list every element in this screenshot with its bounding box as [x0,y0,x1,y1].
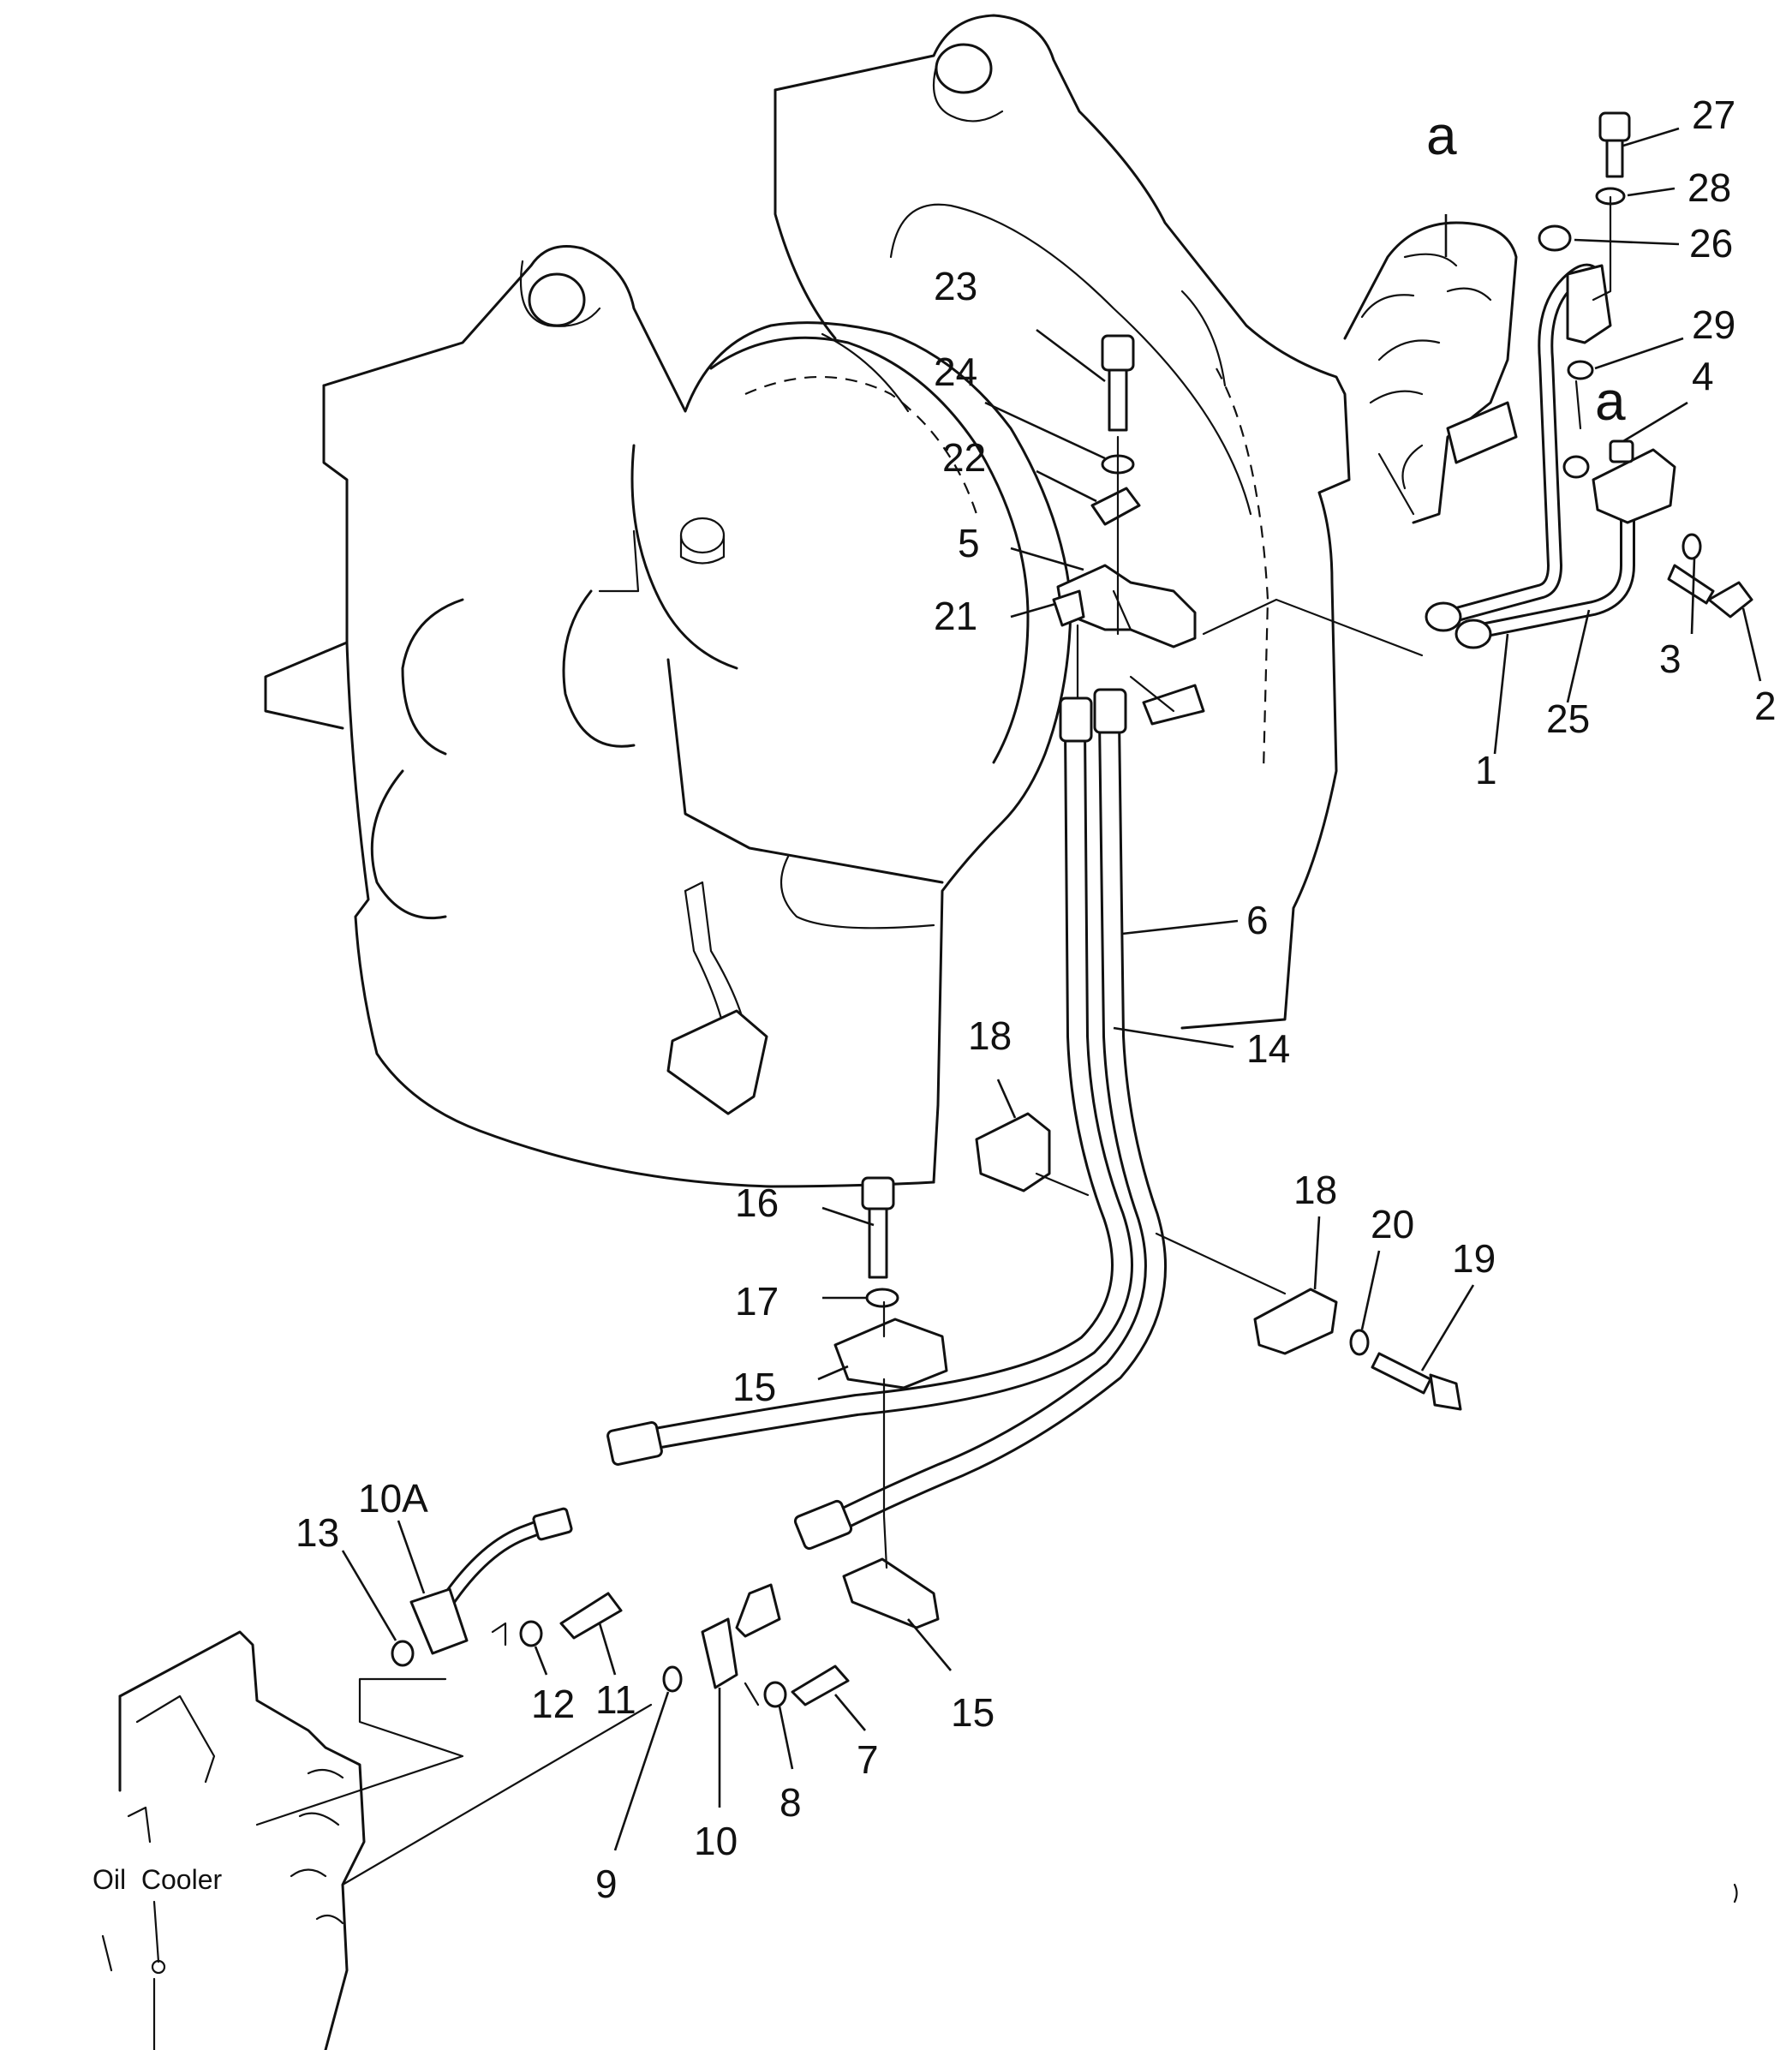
callout-10a: 10A [358,1476,428,1521]
bolt-11 [559,1592,623,1640]
callout-26: 26 [1689,221,1733,266]
bolt-16 [861,1176,895,1279]
elbow-10 [701,1583,781,1689]
o-ring-9 [662,1665,683,1693]
washer-17 [865,1288,899,1308]
elbow-26 [1538,224,1612,344]
tube-1-nut [1455,619,1492,649]
callout-16: 16 [735,1180,779,1225]
callout-29: 29 [1692,302,1735,347]
callout-21: 21 [934,594,977,638]
callout-14: 14 [1246,1026,1290,1071]
bolt-23 [1101,334,1135,432]
hose-6 [640,717,1133,1450]
callout-10: 10 [694,1819,738,1863]
clamp-18-left [975,1112,1051,1192]
oil-cooler [101,1630,366,2050]
callout-2: 2 [1754,684,1777,728]
bolt-7 [791,1665,850,1706]
washer-20 [1349,1329,1370,1356]
clamp-15-upper [833,1318,948,1390]
callout-23: 23 [934,264,977,308]
callout-1: 1 [1475,748,1497,792]
callout-12: 12 [531,1682,575,1726]
washer-3 [1681,533,1702,560]
callout-18a: 18 [968,1013,1012,1058]
view-mark-a-top: a [1426,105,1457,166]
nipple-21 [1052,589,1085,627]
elbow-4 [1592,439,1676,524]
bolt-27 [1598,111,1631,178]
callout-19: 19 [1452,1236,1496,1281]
washer-12 [519,1620,543,1647]
guide-lines [255,195,1738,1904]
callout-27: 27 [1692,93,1735,137]
block-5 [1056,564,1197,648]
clamp-upper [1142,684,1205,726]
transmission-rear-case [774,14,1351,1030]
callout-18b: 18 [1293,1168,1337,1212]
callout-20: 20 [1371,1202,1414,1246]
callout-13: 13 [296,1510,339,1555]
callout-11: 11 [595,1677,636,1722]
tube-25-nut [1425,601,1462,632]
callout-17: 17 [735,1279,779,1324]
elbow-10a [409,1507,573,1655]
callout-15b: 15 [951,1690,995,1735]
callout-7: 7 [857,1737,879,1782]
clamp-18-right [1253,1288,1338,1355]
plate-22 [1090,487,1141,526]
washer-8 [763,1681,787,1708]
o-ring-13 [391,1640,415,1667]
callout-5: 5 [958,521,980,565]
callout-9: 9 [595,1862,618,1906]
control-valve-assembly [1343,221,1518,524]
hose-14 [820,708,1167,1536]
clamp-15-lower [842,1557,940,1629]
callout-3: 3 [1659,637,1681,681]
transmission-front-case [264,245,1072,1188]
callout-24: 24 [934,350,977,394]
callout-labels: 1 2 3 4 5 6 7 8 9 10 10A 11 12 13 14 15 … [93,93,1777,1906]
bolt-19 [1371,1352,1462,1411]
callout-8: 8 [780,1780,802,1825]
o-ring-29a [1562,455,1590,479]
oil-cooler-label: Oil Cooler [93,1864,223,1895]
callout-22: 22 [942,435,986,480]
bolt-2 [1667,564,1753,619]
callout-4: 4 [1692,354,1714,398]
callout-25: 25 [1546,696,1590,741]
view-mark-a-side: a [1595,370,1626,432]
o-ring-29 [1567,360,1594,380]
leader-lines [341,127,1762,1851]
callout-15a: 15 [732,1365,776,1409]
callout-28: 28 [1687,165,1731,210]
callout-6: 6 [1246,898,1269,942]
hose-fittings [606,688,1127,1551]
